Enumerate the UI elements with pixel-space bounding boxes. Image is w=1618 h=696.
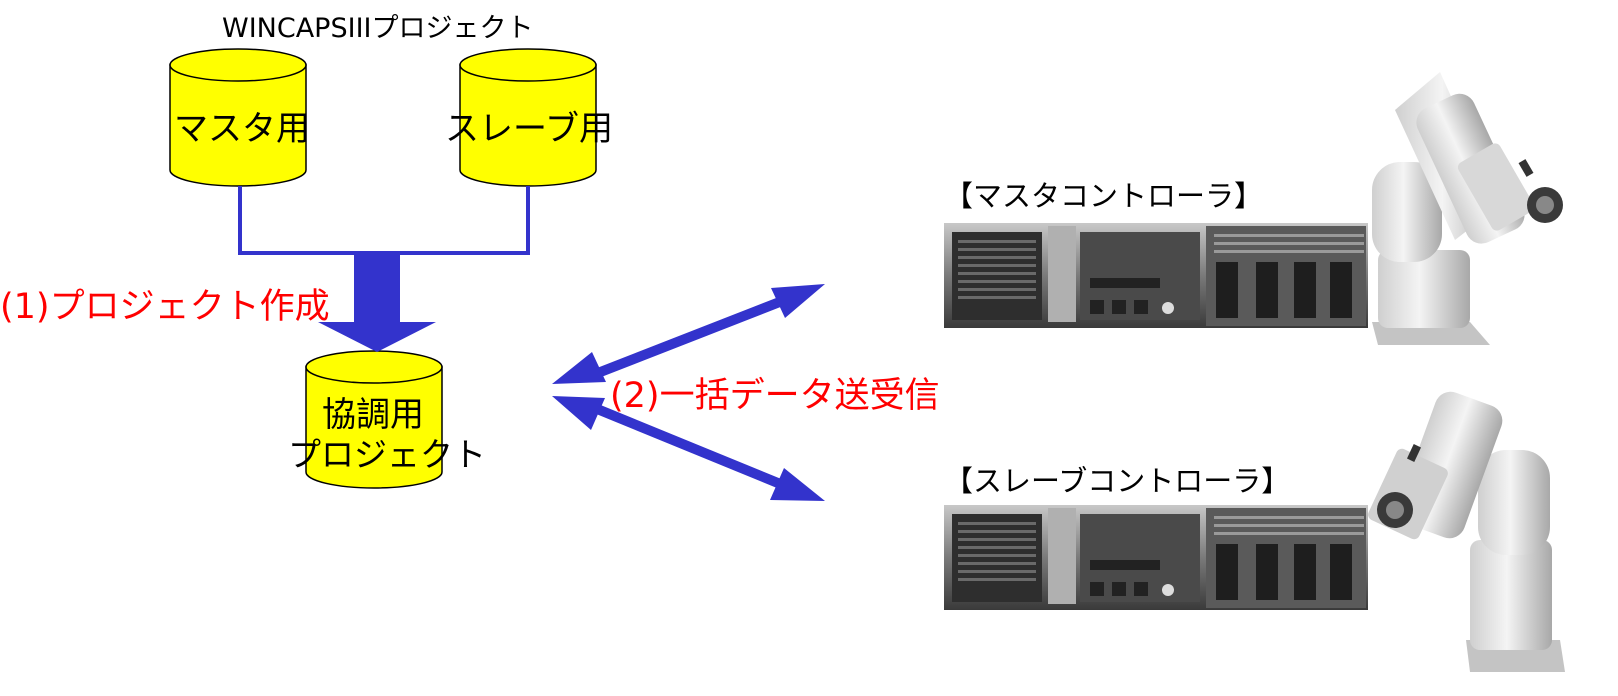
master-robot-image bbox=[1372, 72, 1563, 345]
merge-connector-line bbox=[238, 186, 530, 255]
slave-robot-image bbox=[1368, 391, 1565, 672]
slave-controller-image bbox=[944, 505, 1368, 610]
coop-database-label-line1: 協調用 bbox=[322, 395, 424, 435]
transfer-arrow-to-slave bbox=[552, 396, 825, 501]
project-title: WINCAPSIIIプロジェクト bbox=[222, 13, 534, 44]
coop-database-label-line2: プロジェクト bbox=[288, 435, 486, 474]
coop-database-cylinder bbox=[305, 350, 443, 489]
master-database-label: マスタ用 bbox=[174, 109, 310, 149]
step2-label: (2)一括データ送受信 bbox=[610, 376, 940, 416]
slave-database-cylinder bbox=[459, 48, 597, 187]
master-controller-label: 【マスタコントローラ】 bbox=[944, 179, 1264, 213]
master-controller-image bbox=[944, 223, 1368, 328]
master-database-cylinder bbox=[169, 48, 307, 187]
transfer-arrow-to-master bbox=[552, 284, 825, 384]
step1-label: (1)プロジェクト作成 bbox=[0, 287, 330, 327]
create-project-arrow bbox=[318, 253, 436, 352]
slave-controller-label: 【スレーブコントローラ】 bbox=[944, 464, 1291, 498]
slave-database-label: スレーブ用 bbox=[445, 109, 613, 149]
